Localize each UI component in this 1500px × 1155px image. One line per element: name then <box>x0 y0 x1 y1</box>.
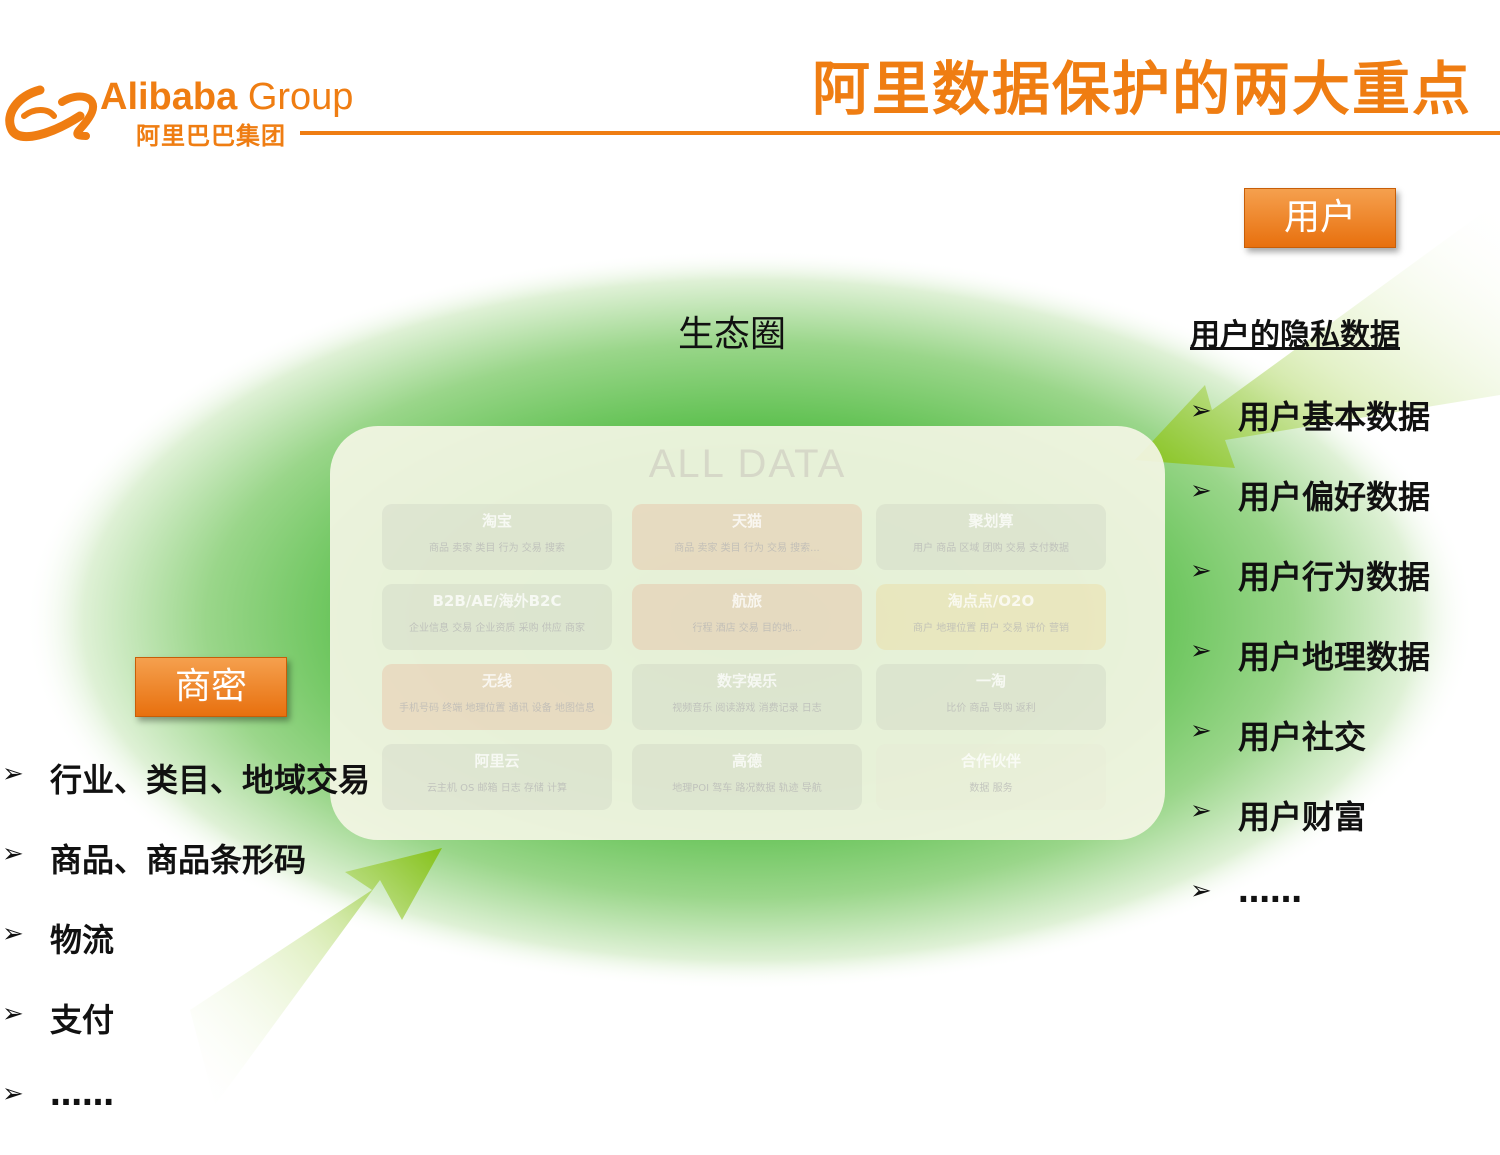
logo-alibaba: Alibaba <box>100 76 238 118</box>
cell-sub: 云主机 OS 邮箱 日志 存储 计算 <box>426 783 568 794</box>
list-item-text: 物流 <box>50 921 115 959</box>
cell-sub: 地理POI 驾车 路况数据 轨迹 导航 <box>672 783 822 794</box>
data-cell-aliyun: 阿里云 云主机 OS 邮箱 日志 存储 计算 <box>382 744 612 810</box>
list-item-text: 商品、商品条形码 <box>50 841 307 879</box>
slide-title: 阿里数据保护的两大重点 <box>811 55 1472 123</box>
list-item-text: 行业、类目、地域交易 <box>50 761 371 799</box>
logo-text-cn: 阿里巴巴集团 <box>136 122 286 150</box>
data-cell-juhuasuan: 聚划算 用户 商品 区域 团购 交易 支付数据 <box>876 504 1106 570</box>
cell-name: 高德 <box>731 752 762 770</box>
list-item-text: …… <box>1238 872 1302 910</box>
cell-name: 合作伙伴 <box>960 752 1021 770</box>
cell-sub: 企业信息 交易 企业资质 采购 供应 商家 <box>409 623 585 634</box>
arrow-bullet-icon: ➢ <box>1190 476 1212 506</box>
arrow-bullet-icon: ➢ <box>1190 396 1212 426</box>
data-cell-partners: 合作伙伴 数据 服务 <box>876 744 1106 810</box>
business-secret-tag: 商密 <box>135 657 287 717</box>
data-cell-taobao: 淘宝 商品 卖家 类目 行为 交易 搜索 <box>382 504 612 570</box>
cell-sub: 商品 卖家 类目 行为 交易 搜索... <box>674 543 820 554</box>
logo-text-en: Alibaba Group <box>100 76 353 119</box>
cell-name: 聚划算 <box>968 512 1014 530</box>
list-item-text: 用户地理数据 <box>1238 638 1431 676</box>
cell-name: 淘宝 <box>481 512 512 530</box>
arrow-bullet-icon: ➢ <box>1190 876 1212 906</box>
cell-sub: 商户 地理位置 用户 交易 评价 营销 <box>913 623 1069 634</box>
data-cell-etao: 一淘 比价 商品 导购 返利 <box>876 664 1106 730</box>
list-item-text: 支付 <box>50 1001 115 1039</box>
cell-name: 阿里云 <box>474 752 520 770</box>
list-item-text: 用户社交 <box>1238 718 1367 756</box>
user-tag: 用户 <box>1244 188 1396 248</box>
logo-group: Group <box>247 76 354 118</box>
alibaba-group-logo: Alibaba Group 阿里巴巴集团 <box>0 72 400 152</box>
all-data-panel: ALL DATA 淘宝 商品 卖家 类目 行为 交易 搜索 天猫 商品 卖家 类… <box>330 426 1165 840</box>
cell-sub: 比价 商品 导购 返利 <box>946 703 1036 714</box>
arrow-bullet-icon: ➢ <box>2 839 24 869</box>
cell-sub: 商品 卖家 类目 行为 交易 搜索 <box>429 543 565 554</box>
cell-name: 航旅 <box>731 592 762 610</box>
alibaba-smile-icon <box>5 85 98 142</box>
cell-sub: 视频音乐 阅读游戏 消费记录 日志 <box>672 703 822 714</box>
cell-sub: 用户 商品 区域 团购 交易 支付数据 <box>913 543 1069 554</box>
list-item-text: 用户基本数据 <box>1238 398 1431 436</box>
arrow-bullet-icon: ➢ <box>1190 556 1212 586</box>
arrow-bullet-icon: ➢ <box>1190 636 1212 666</box>
cell-name: 数字娱乐 <box>716 672 777 690</box>
cell-sub: 数据 服务 <box>969 783 1013 794</box>
cell-name: 天猫 <box>731 512 762 530</box>
list-item-text: 用户行为数据 <box>1238 558 1431 596</box>
cell-name: B2B/AE/海外B2C <box>432 592 562 610</box>
ecosystem-label: 生态圈 <box>678 314 787 355</box>
list-item-text: 用户财富 <box>1238 798 1367 836</box>
user-privacy-heading: 用户的隐私数据 <box>1190 318 1400 353</box>
arrow-bullet-icon: ➢ <box>2 1079 24 1109</box>
cell-name: 无线 <box>481 672 512 690</box>
data-cell-wireless: 无线 手机号码 终端 地理位置 通讯 设备 地图信息 <box>382 664 612 730</box>
cell-sub: 行程 酒店 交易 目的地... <box>692 623 802 634</box>
cell-name: 一淘 <box>975 672 1006 690</box>
user-arrow <box>1135 200 1500 468</box>
cell-sub: 手机号码 终端 地理位置 通讯 设备 地图信息 <box>399 703 595 714</box>
data-cell-o2o: 淘点点/O2O 商户 地理位置 用户 交易 评价 营销 <box>876 584 1106 650</box>
arrow-bullet-icon: ➢ <box>2 999 24 1029</box>
business-arrow <box>190 848 442 1105</box>
header-divider <box>300 131 1500 135</box>
arrow-bullet-icon: ➢ <box>1190 716 1212 746</box>
list-item-text: 用户偏好数据 <box>1238 478 1431 516</box>
data-cell-travel: 航旅 行程 酒店 交易 目的地... <box>632 584 862 650</box>
all-data-title: ALL DATA <box>648 442 847 486</box>
data-cell-b2b: B2B/AE/海外B2C 企业信息 交易 企业资质 采购 供应 商家 <box>382 584 612 650</box>
data-cell-gaode: 高德 地理POI 驾车 路况数据 轨迹 导航 <box>632 744 862 810</box>
data-cell-entertainment: 数字娱乐 视频音乐 阅读游戏 消费记录 日志 <box>632 664 862 730</box>
arrow-bullet-icon: ➢ <box>2 919 24 949</box>
list-item-text: …… <box>50 1075 114 1113</box>
arrow-bullet-icon: ➢ <box>1190 796 1212 826</box>
arrow-bullet-icon: ➢ <box>2 759 24 789</box>
data-cell-tmall: 天猫 商品 卖家 类目 行为 交易 搜索... <box>632 504 862 570</box>
cell-name: 淘点点/O2O <box>947 592 1035 610</box>
